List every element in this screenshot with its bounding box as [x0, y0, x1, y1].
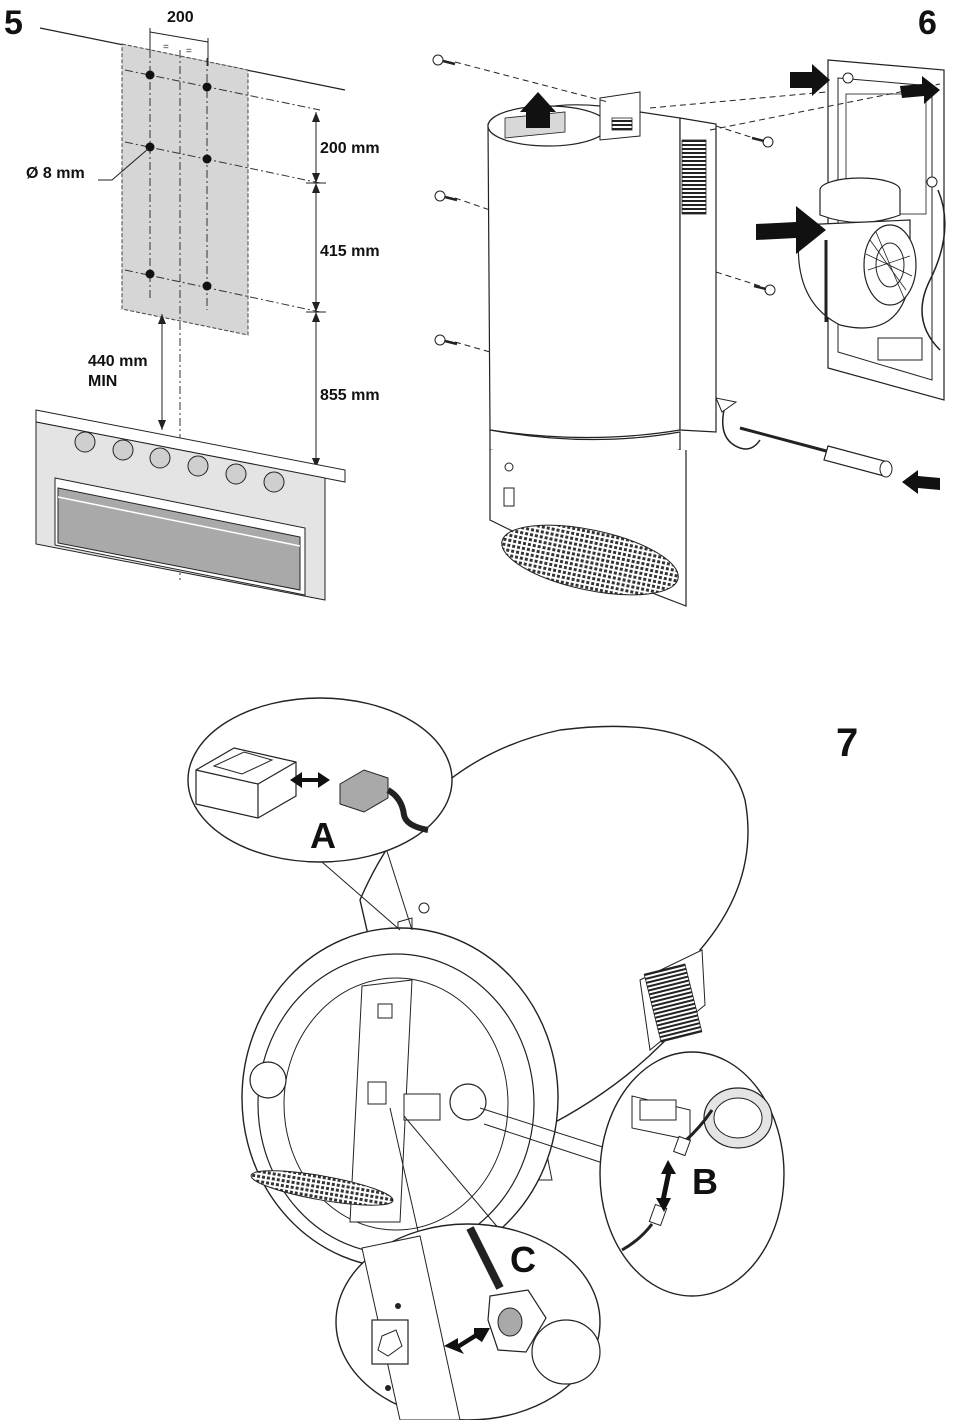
min-distance-value: 440 mm [88, 353, 148, 370]
dimension-855mm: 855 mm [320, 387, 380, 404]
top-width-label: 200 [167, 9, 194, 26]
socket-outlet [371, 1303, 409, 1391]
step-6-panel: 6 [432, 4, 946, 607]
direction-arrows [520, 64, 940, 494]
min-distance-suffix: MIN [88, 373, 117, 390]
detail-c: C [335, 1107, 601, 1421]
cable-plug [466, 1226, 547, 1353]
hole-diameter-leader [98, 148, 149, 181]
step-7-panel: 7 [187, 697, 858, 1421]
detail-label-a: A [310, 815, 336, 856]
connect-arrow-b [656, 1160, 676, 1212]
transformer-box [195, 747, 297, 819]
screwdriver [715, 397, 893, 478]
hole-diameter-label: Ø 8 mm [26, 165, 85, 182]
dimension-200mm: 200 mm [320, 140, 380, 157]
drill-holes [145, 70, 212, 291]
detail-a: A [187, 697, 453, 931]
step-7-number: 7 [836, 721, 858, 765]
control-knobs [74, 431, 285, 493]
hood-ring-opening [241, 927, 559, 1269]
step-5-number: 5 [4, 4, 23, 42]
connector-plug [339, 769, 429, 833]
blower-motor [797, 177, 917, 329]
top-width-line [149, 31, 209, 43]
connect-arrow-c [444, 1328, 490, 1354]
detail-b: B [479, 1051, 785, 1297]
equal-mark-right: = [186, 46, 192, 57]
detail-label-c: C [510, 1239, 536, 1280]
step-5-panel: 5 200 = = Ø 8 mm [4, 4, 380, 601]
cooker-hob [35, 409, 346, 601]
connect-arrow-a [290, 772, 330, 788]
detail-label-b: B [692, 1161, 718, 1202]
hood-chimney-body [487, 91, 717, 607]
step-6-number: 6 [918, 4, 937, 42]
equal-mark-left: = [163, 42, 169, 53]
dimension-415mm: 415 mm [320, 243, 380, 260]
drilling-template [121, 43, 249, 336]
